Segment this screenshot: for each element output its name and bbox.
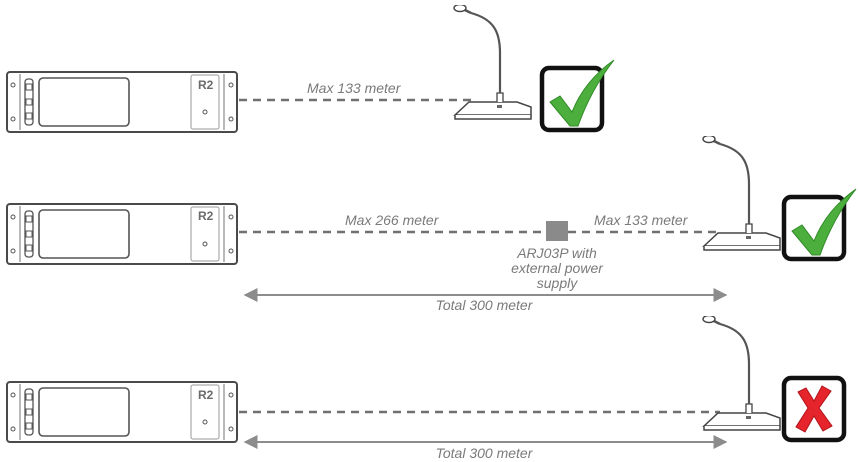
scenario-3: R2 Total 300 meter <box>6 316 844 461</box>
cable-length-label: Max 133 meter <box>307 80 402 96</box>
repeater-note-line-2: external power <box>511 260 604 276</box>
red-cross-icon <box>784 378 844 440</box>
unit-label: R2 <box>198 209 214 223</box>
cable-length-left-label: Max 266 meter <box>345 212 440 228</box>
unit-label: R2 <box>198 78 214 92</box>
green-checkmark-icon <box>542 60 614 130</box>
scenario-2: R2 Max 266 meter Max 133 meter ARJ03P wi… <box>6 136 856 313</box>
unit-label: R2 <box>198 388 214 402</box>
repeater-note-line-3: supply <box>537 275 578 291</box>
microphone-station <box>702 316 782 432</box>
total-length-label: Total 300 meter <box>436 297 534 313</box>
green-checkmark-icon <box>784 189 856 259</box>
repeater-note-line-1: ARJ03P with <box>516 245 597 261</box>
microphone-station <box>453 5 533 121</box>
repeater-box <box>546 221 568 241</box>
total-length-label: Total 300 meter <box>436 445 534 461</box>
scenario-1: R2 Max 133 meter <box>6 5 614 133</box>
cable-length-right-label: Max 133 meter <box>594 212 689 228</box>
